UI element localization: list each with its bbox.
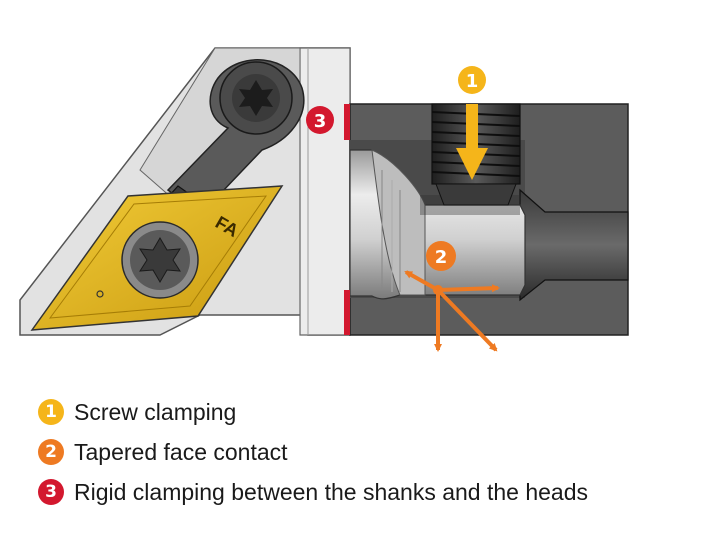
callout-1-badge <box>458 66 486 94</box>
insert-torx-icon <box>139 237 181 283</box>
screw-clamping-arrow-shaft <box>466 104 478 152</box>
legend-badge-3: 3 <box>38 479 64 505</box>
callout-2-badge <box>426 241 456 271</box>
callout-3: 3 <box>306 104 350 335</box>
legend-label-1: Screw clamping <box>74 398 237 425</box>
rigid-clamp-line-top <box>344 104 350 140</box>
legend-label-3: Rigid clamping between the shanks and th… <box>74 478 589 505</box>
callout-3-badge <box>306 106 334 134</box>
legend-badge-2: 2 <box>38 439 64 465</box>
lever-torx-icon <box>239 80 273 116</box>
callout-2-number: 2 <box>435 247 448 268</box>
callout-2: 2 <box>404 241 500 352</box>
callout-3-number: 3 <box>314 111 327 132</box>
boring-bar <box>519 188 629 302</box>
clamping-diagram: FA 1 <box>19 47 629 352</box>
legend-label-2: Tapered face contact <box>74 438 288 465</box>
callout-1-number: 1 <box>466 71 479 92</box>
callout-1: 1 <box>456 66 488 180</box>
legend-item-screw-clamping: 1 Screw clamping <box>38 392 698 432</box>
legend-item-tapered-face-contact: 2 Tapered face contact <box>38 432 698 472</box>
legend-badge-1: 1 <box>38 399 64 425</box>
cutting-insert: FA <box>30 185 284 331</box>
rigid-clamp-line-bottom <box>344 290 350 335</box>
clamp-lever <box>138 59 305 243</box>
legend-item-rigid-clamping: 3 Rigid clamping between the shanks and … <box>38 472 698 512</box>
screw-clamping-arrow-head <box>456 148 488 180</box>
contact-force-arrows <box>404 270 500 352</box>
legend: 1 Screw clamping 2 Tapered face contact … <box>38 392 698 512</box>
